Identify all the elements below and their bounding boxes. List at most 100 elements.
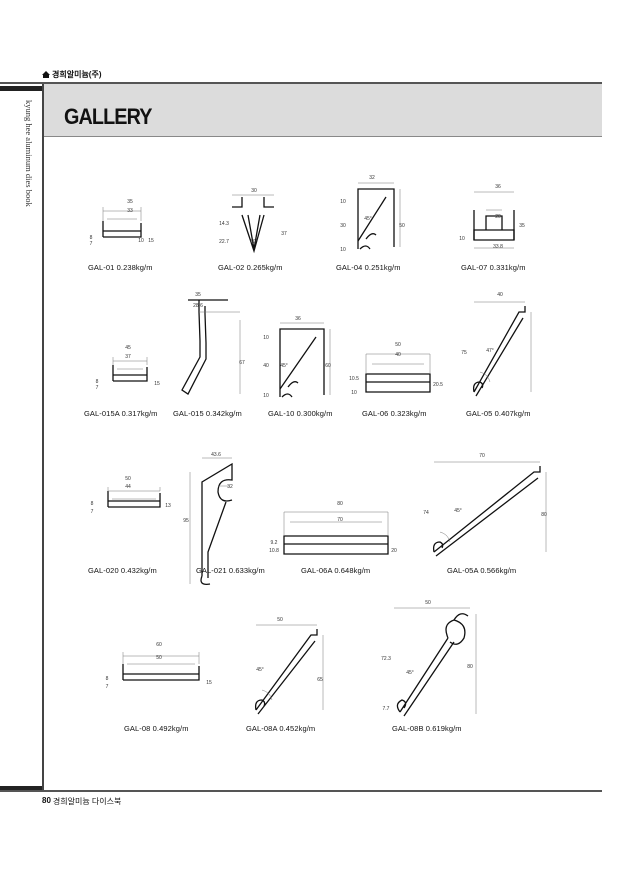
dimension-label: 8 [106,676,109,682]
dimension-label: 35 [127,199,133,205]
profile-caption: GAL-04 0.251kg/m [336,263,401,272]
profile-caption: GAL-05 0.407kg/m [466,409,531,418]
page-title: GALLERY [64,104,152,129]
dimension-label: 7 [90,241,93,247]
dimension-label: 20 [495,214,501,220]
dimension-label: 70 [479,453,485,459]
dimension-label: 32 [227,484,233,490]
dimension-label: 72.3 [381,656,391,662]
left-accent-bar [0,86,42,91]
dimension-label: 10 [340,247,346,253]
dimension-label: 7 [96,385,99,391]
dimension-label: 95 [183,518,189,524]
profile-caption: GAL-06 0.323kg/m [362,409,427,418]
profile-caption: GAL-021 0.633kg/m [196,566,265,575]
dimension-label: 50 [395,342,401,348]
page-number: 80 [42,796,51,805]
dimension-label: 20.5 [433,382,443,388]
dimension-label: 10 [459,236,465,242]
dimension-label: 13 [165,503,171,509]
profile-caption: GAL-015A 0.317kg/m [84,409,158,418]
dimension-label: 80 [337,501,343,507]
dimension-label: 36 [295,316,301,322]
dimension-label: 40 [395,352,401,358]
dimension-label: 50 [156,655,162,661]
dimension-label: 22.7 [219,239,229,245]
dimension-label: 7.7 [383,706,390,712]
bottom-accent-bar [0,786,42,791]
profile-caption: GAL-07 0.331kg/m [461,263,526,272]
profile-caption: GAL-05A 0.566kg/m [447,566,517,575]
footer: 80 경희알미늄 다이스북 [42,796,121,807]
dimension-label: 60 [325,363,331,369]
dimension-label: 44 [125,484,131,490]
dimension-label: 10.8 [269,548,279,554]
dimension-label: 35 [195,292,201,298]
dimension-label: 10 [351,390,357,396]
profile-caption: GAL-08B 0.619kg/m [392,724,462,733]
dimension-label: 10 [340,199,346,205]
dimension-label: 80 [541,512,547,518]
dimension-label: 45° [364,216,372,222]
dimension-label: 40 [263,363,269,369]
dimension-label: 47° [486,348,494,354]
dimension-label: 28.6 [193,303,203,309]
dimension-label: 37 [125,354,131,360]
dimension-label: 75 [461,350,467,356]
dimension-label: 40 [497,292,503,298]
dimension-label: 80 [467,664,473,670]
dimension-label: 65 [317,677,323,683]
dimension-label: 15 [148,238,154,244]
dimension-label: 10 [263,393,269,399]
dimension-label: 45° [280,363,288,369]
brand-name: 경희알미늄(주) [52,70,102,79]
profile-drawing-gal-04: 32 10 30 50 45° 10 [340,175,406,255]
dimension-label: 8 [90,235,93,241]
dimension-label: 8 [96,379,99,385]
dimension-label: 30 [340,223,346,229]
dimension-label: 45° [454,508,462,514]
dimension-label: 74 [423,510,429,516]
dimension-label: 33.8 [493,244,503,250]
dimension-label: 45° [256,667,264,673]
house-icon [42,71,50,78]
left-margin-line [42,84,44,792]
dimension-label: 10.5 [349,376,359,382]
dimension-label: 32 [369,175,375,181]
dimension-label: 7 [91,509,94,515]
profile-drawing-gal-06: 50 40 10 10.5 20.5 [349,342,444,402]
profile-caption: GAL-01 0.238kg/m [88,263,153,272]
profile-caption: GAL-015 0.342kg/m [173,409,242,418]
profile-caption: GAL-08A 0.452kg/m [246,724,316,733]
footer-book-title: 경희알미늄 다이스북 [52,797,122,806]
dimension-label: 50° [250,239,258,245]
dimension-label: 50 [125,476,131,482]
dimension-label: 50 [425,600,431,606]
dimension-label: 30 [251,188,257,194]
dimension-label: 20 [391,548,397,554]
profile-caption: GAL-02 0.265kg/m [218,263,283,272]
profile-caption: GAL-020 0.432kg/m [88,566,157,575]
dimension-label: 7 [106,684,109,690]
header-rule [44,136,602,137]
profile-caption: GAL-10 0.300kg/m [268,409,333,418]
profile-caption: GAL-08 0.492kg/m [124,724,189,733]
dimension-label: 9.2 [271,540,278,546]
profile-drawing-gal-06a: 80 70 10.8 9.2 20 [269,500,402,564]
dimension-label: 10 [138,238,144,244]
profile-caption: GAL-06A 0.648kg/m [301,566,371,575]
header-band [44,84,602,136]
dimension-label: 70 [337,517,343,523]
dimension-label: 37 [281,231,287,237]
dimension-label: 50 [399,223,405,229]
dimension-label: 60 [156,642,162,648]
top-rule [0,82,602,84]
side-book-title: kyung hee aluminum dies book [24,100,34,207]
